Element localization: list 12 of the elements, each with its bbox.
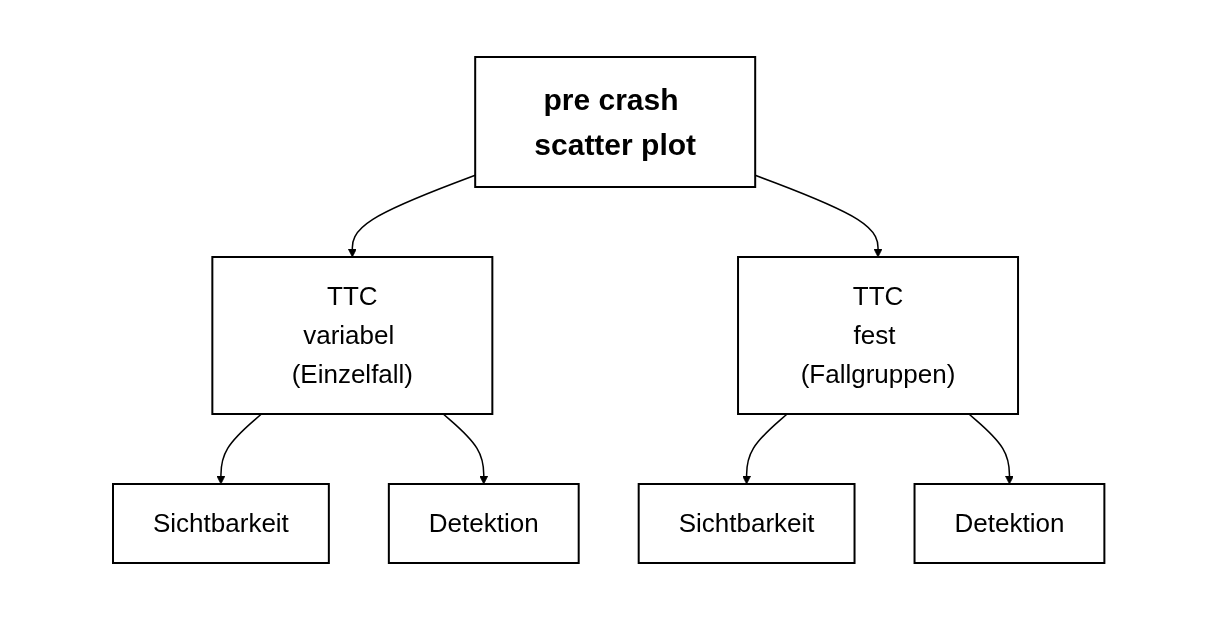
arrow xyxy=(442,412,488,484)
arrow xyxy=(742,412,788,484)
arrow xyxy=(968,412,1014,484)
arrow xyxy=(216,412,262,484)
node-box: Detektion xyxy=(387,482,580,564)
arrow xyxy=(347,174,476,257)
node-box: Sichtbarkeit xyxy=(111,482,330,564)
node-box: pre crash scatter plot xyxy=(474,55,756,188)
node-box: TTC fest (Fallgruppen) xyxy=(736,255,1019,415)
node-box: Sichtbarkeit xyxy=(637,482,856,564)
node-box: TTC variabel (Einzelfall) xyxy=(211,255,494,415)
node-box: Detektion xyxy=(913,482,1106,564)
